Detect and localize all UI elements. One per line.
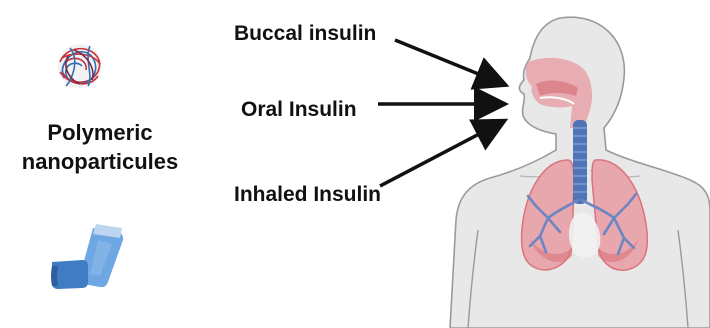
- arrow-inhaled: [380, 122, 502, 186]
- polymeric-label-line1: Polymeric: [0, 118, 200, 147]
- nanoparticle-icon: [58, 44, 102, 88]
- polymeric-label-line2: nanoparticules: [0, 147, 200, 176]
- oral-insulin-label: Oral Insulin: [241, 98, 357, 122]
- arrow-buccal: [395, 40, 503, 84]
- inhaler-icon: [51, 224, 123, 289]
- human-body-illustration: [450, 17, 710, 328]
- buccal-insulin-label: Buccal insulin: [234, 22, 376, 46]
- polymeric-nanoparticles-label: Polymeric nanoparticules: [0, 118, 200, 176]
- inhaled-insulin-label: Inhaled Insulin: [234, 183, 381, 207]
